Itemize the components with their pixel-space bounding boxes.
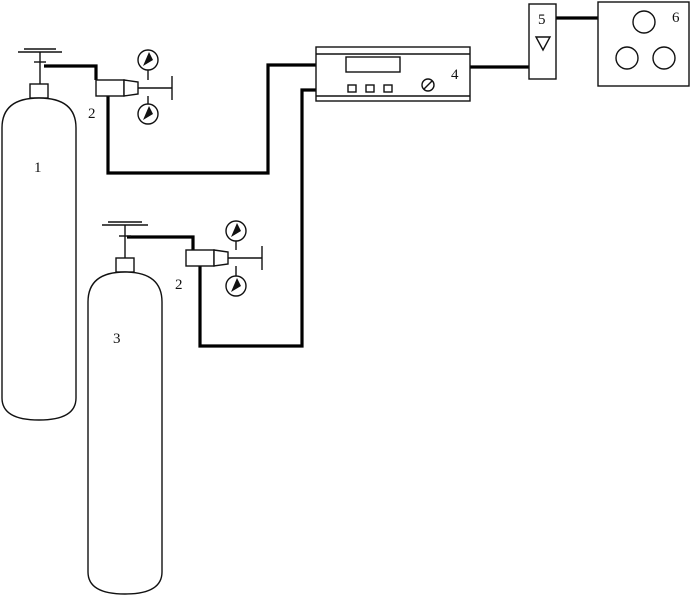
flowmeter-label: 5 <box>538 12 546 28</box>
cylinder-1-label: 1 <box>34 160 42 176</box>
pipe-cyl1-to-regulator <box>44 64 98 80</box>
mixer-button <box>347 84 357 93</box>
gauge-icon <box>225 275 247 297</box>
gauge-icon <box>137 103 159 125</box>
mixer-knob-icon <box>421 78 435 92</box>
mixer-label: 4 <box>451 67 459 83</box>
cylinder-3-label: 3 <box>113 331 121 347</box>
pipe-regulator-top-to-mixer <box>106 63 316 175</box>
mixer-button <box>383 84 393 93</box>
gas-cylinder-1: 1 <box>1 48 77 421</box>
chamber: 6 <box>597 1 690 87</box>
chamber-port <box>652 46 676 70</box>
pipe-cyl3-to-regulator <box>127 235 195 250</box>
chamber-label: 6 <box>672 10 680 26</box>
flowmeter: 5 <box>528 3 557 80</box>
gauge-icon <box>137 49 159 71</box>
regulator-bottom-label: 2 <box>175 277 183 293</box>
pressure-regulator-bottom: 2 <box>175 220 263 297</box>
gauge-icon <box>225 220 247 242</box>
mixer-display <box>345 56 401 73</box>
gas-mixer: 4 <box>315 46 471 102</box>
gas-cylinder-3: 3 <box>87 221 163 595</box>
pressure-regulator-top: 2 <box>88 49 173 125</box>
regulator-top-label: 2 <box>88 106 96 122</box>
mixer-button <box>365 84 375 93</box>
chamber-port <box>632 10 656 34</box>
chamber-port <box>615 46 639 70</box>
pipe-regulator-bottom-to-mixer <box>198 88 316 348</box>
